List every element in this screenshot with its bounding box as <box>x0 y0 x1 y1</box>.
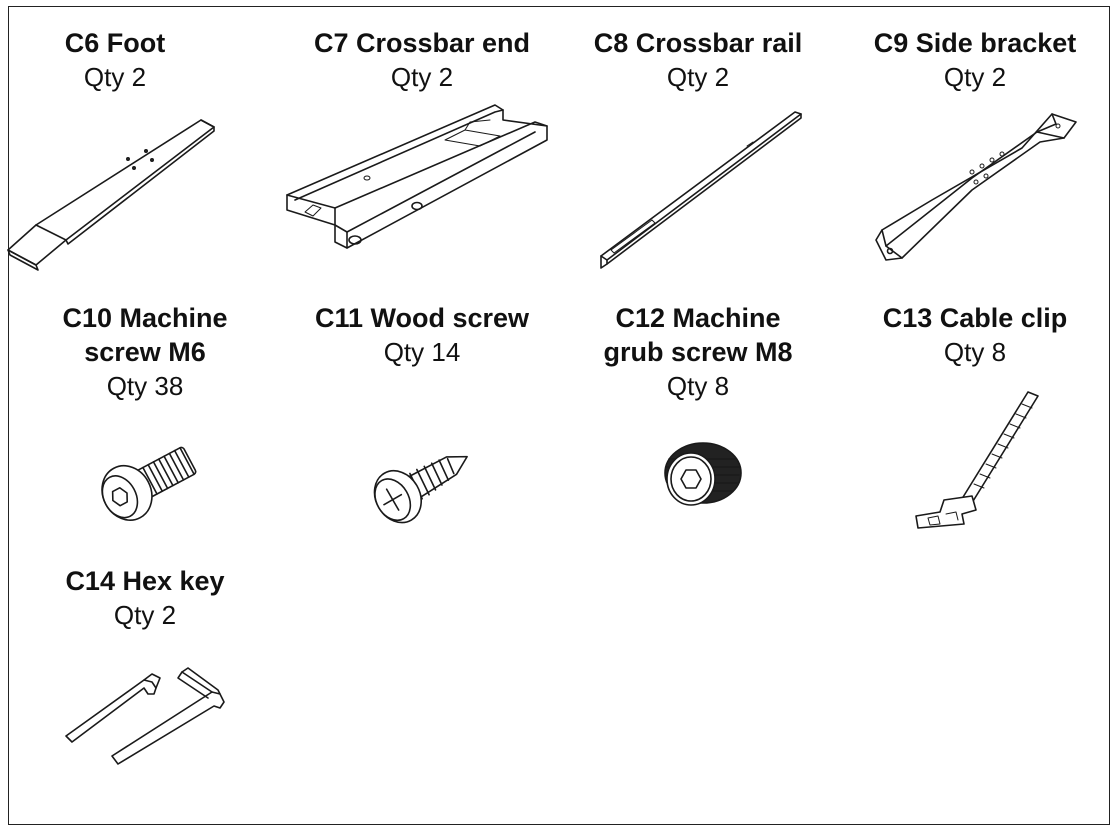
part-qty: Qty 2 <box>83 62 147 92</box>
part-qty: Qty 2 <box>113 600 177 630</box>
machine-screw-icon <box>101 446 197 521</box>
part-name: C11 Wood screw <box>314 303 530 333</box>
part-qty: Qty 14 <box>383 337 461 367</box>
part-qty: Qty 2 <box>666 62 730 92</box>
part-label-c7: C7 Crossbar end Qty 2 <box>282 26 562 94</box>
part-label-c10: C10 Machine screw M6 Qty 38 <box>35 301 255 403</box>
hex-key-icon <box>65 667 225 765</box>
part-name: C10 Machine screw M6 <box>62 303 228 367</box>
part-name: C8 Crossbar rail <box>593 28 803 58</box>
part-label-c9: C9 Side bracket Qty 2 <box>850 26 1100 94</box>
part-name: C7 Crossbar end <box>313 28 531 58</box>
part-label-c13: C13 Cable clip Qty 8 <box>860 301 1090 369</box>
part-qty: Qty 2 <box>390 62 454 92</box>
wood-screw-icon <box>373 455 468 524</box>
part-name: C6 Foot <box>64 28 166 58</box>
part-name: C13 Cable clip <box>882 303 1068 333</box>
part-name: C9 Side bracket <box>873 28 1077 58</box>
crossbar-rail-icon <box>600 111 802 269</box>
grub-screw-icon <box>664 442 742 506</box>
part-qty: Qty 8 <box>943 337 1007 367</box>
part-name: C12 Machine grub screw M8 <box>603 303 793 367</box>
crossbar-end-icon <box>286 104 548 249</box>
side-bracket-icon <box>875 113 1077 261</box>
part-label-c8: C8 Crossbar rail Qty 2 <box>568 26 828 94</box>
part-label-c14: C14 Hex key Qty 2 <box>45 564 245 632</box>
part-label-c12: C12 Machine grub screw M8 Qty 8 <box>578 301 818 403</box>
part-qty: Qty 38 <box>106 371 184 401</box>
foot-icon <box>7 119 215 271</box>
part-name: C14 Hex key <box>65 566 225 596</box>
part-qty: Qty 8 <box>666 371 730 401</box>
part-label-c6: C6 Foot Qty 2 <box>40 26 190 94</box>
cable-clip-icon <box>915 391 1039 529</box>
part-qty: Qty 2 <box>943 62 1007 92</box>
part-label-c11: C11 Wood screw Qty 14 <box>292 301 552 369</box>
